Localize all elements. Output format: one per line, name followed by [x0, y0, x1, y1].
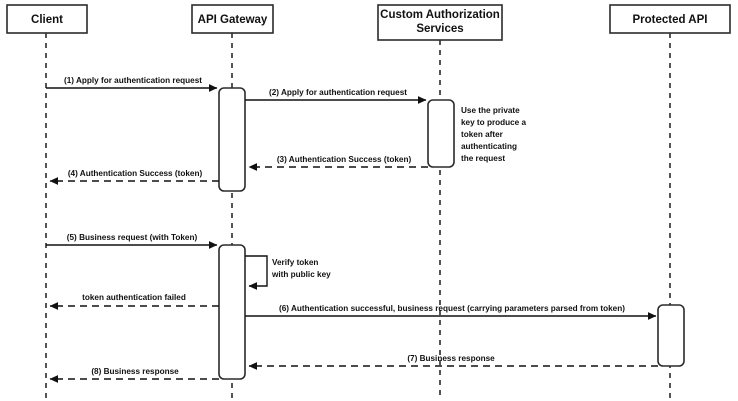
self-message-verify-token-path — [245, 255, 268, 290]
participant-box-protected-api[interactable] — [609, 4, 731, 34]
message-3[interactable]: (3) Authentication Success (token) — [248, 155, 428, 171]
self-message-verify-token[interactable]: Verify token with public key — [245, 255, 331, 290]
participant-api-gateway[interactable]: API Gateway — [191, 4, 274, 34]
note-private-key-line2: key to produce a — [461, 118, 527, 127]
message-4[interactable]: (4) Authentication Success (token) — [49, 169, 219, 185]
activation-gateway-auth — [218, 87, 246, 192]
message-5[interactable]: (5) Business request (with Token) — [46, 233, 218, 249]
activation-gateway-business — [218, 244, 246, 380]
note-private-key: Use the private key to produce a token a… — [461, 106, 527, 163]
participant-label-protected-api: Protected API — [633, 14, 708, 26]
message-3-label: (3) Authentication Success (token) — [277, 155, 412, 164]
note-private-key-line5: the request — [461, 154, 505, 163]
participant-label-custom-auth-line1: Custom Authorization — [380, 9, 500, 21]
participant-box-custom-auth[interactable] — [377, 4, 503, 41]
note-private-key-line4: authenticating — [461, 142, 517, 151]
note-private-key-line3: token after — [461, 130, 504, 139]
self-message-verify-token-line1: Verify token — [272, 258, 318, 267]
message-5-label: (5) Business request (with Token) — [67, 233, 198, 242]
message-7[interactable]: (7) Business response — [248, 354, 658, 370]
message-7-label: (7) Business response — [407, 354, 495, 363]
message-2-label: (2) Apply for authentication request — [269, 88, 407, 97]
participant-custom-auth[interactable]: Custom Authorization Services — [377, 4, 503, 41]
message-8-label: (8) Business response — [91, 367, 179, 376]
message-2[interactable]: (2) Apply for authentication request — [245, 88, 427, 104]
participant-label-api-gateway: API Gateway — [198, 14, 268, 26]
self-message-verify-token-line2: with public key — [271, 270, 331, 279]
note-private-key-line1: Use the private — [461, 106, 520, 115]
message-4-label: (4) Authentication Success (token) — [68, 169, 203, 178]
message-1[interactable]: (1) Apply for authentication request — [46, 76, 218, 92]
activation-bars — [218, 87, 685, 380]
participant-label-client: Client — [31, 14, 63, 26]
message-token-auth-failed[interactable]: token authentication failed — [49, 293, 219, 310]
participant-protected-api[interactable]: Protected API — [609, 4, 731, 34]
activation-auth-service — [427, 99, 455, 168]
message-1-label: (1) Apply for authentication request — [64, 76, 202, 85]
participant-box-client[interactable] — [6, 4, 88, 34]
participant-box-api-gateway[interactable] — [191, 4, 274, 34]
message-6[interactable]: (6) Authentication successful, business … — [245, 304, 657, 320]
participant-client[interactable]: Client — [6, 4, 88, 34]
message-6-label: (6) Authentication successful, business … — [279, 304, 625, 313]
message-token-auth-failed-label: token authentication failed — [82, 293, 186, 302]
message-8[interactable]: (8) Business response — [49, 367, 219, 383]
activation-protected-api — [657, 304, 685, 367]
participant-label-custom-auth-line2: Services — [416, 23, 463, 35]
